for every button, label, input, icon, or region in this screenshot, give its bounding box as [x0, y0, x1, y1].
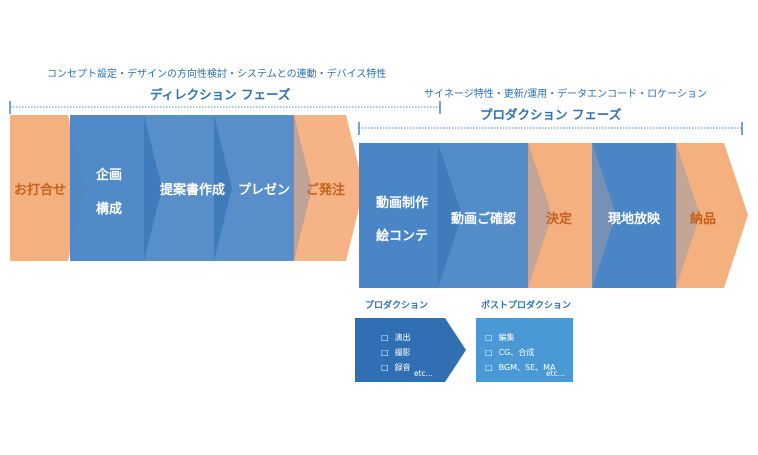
production-subtitle: プロダクション — [365, 301, 429, 311]
direction-note: コンセプト設定・デザインの方向性検討・システムとの連動・デバイス特性 — [47, 69, 387, 80]
overlap-shade-5 — [528, 143, 552, 288]
overlap-shade-7 — [676, 143, 700, 288]
step-presentation-label: プレゼン — [238, 183, 291, 198]
step-review-label: 動画ご確認 — [451, 212, 517, 227]
production-note: サイネージ特性・更新/運用・データエンコード・ロケーション — [424, 89, 707, 100]
overlap-shade-4 — [438, 143, 462, 288]
post-production-etc: etc... — [546, 369, 565, 378]
step-order-chevron — [294, 115, 364, 261]
step-proposal-chevron — [144, 115, 232, 261]
step-delivery-chevron — [676, 143, 748, 288]
overlap-shade-6 — [592, 143, 616, 288]
step-planning-chevron — [70, 115, 162, 261]
step-planning-label: 企画 — [96, 168, 123, 183]
production-phase-bracket — [358, 122, 743, 135]
overlap-shade-1 — [144, 115, 162, 261]
post-production-item: BGM、SE、MA — [485, 360, 556, 375]
overlap-shade-2 — [214, 115, 232, 261]
step-proposal-label: 提案書作成 — [160, 183, 226, 198]
step-storyboard-label: 絵コンテ — [376, 229, 429, 244]
direction-phase-title: ディレクション フェーズ — [150, 87, 291, 102]
production-phase-title: プロダクション フェーズ — [480, 107, 622, 122]
step-broadcast-label: 現地放映 — [608, 212, 661, 227]
post-production-item: CG、合成 — [485, 345, 556, 360]
step-meeting-label: お打合せ — [14, 183, 67, 198]
step-decision-label: 決定 — [546, 212, 573, 227]
step-meeting-chevron — [10, 115, 86, 261]
post-production-item: 編集 — [485, 330, 556, 345]
production-item: 録音 — [381, 360, 411, 375]
step-broadcast-chevron — [592, 143, 700, 288]
step-presentation-chevron — [214, 115, 312, 261]
step-delivery-label: 納品 — [690, 212, 717, 227]
step-review-chevron — [438, 143, 552, 288]
step-video-production-label: 動画制作 — [376, 196, 429, 211]
production-item: 撮影 — [381, 345, 411, 360]
production-etc: etc... — [414, 369, 433, 378]
step-structure-label: 構成 — [96, 202, 123, 217]
step-order-label: ご発注 — [306, 183, 346, 198]
post-production-subtitle: ポストプロダクション — [481, 301, 572, 311]
overlap-shade-3 — [294, 115, 312, 261]
production-item: 演出 — [381, 330, 411, 345]
post-production-item-list: 編集 CG、合成 BGM、SE、MA — [485, 330, 556, 375]
production-item-list: 演出 撮影 録音 — [381, 330, 411, 375]
direction-phase-bracket — [9, 101, 441, 114]
step-production-chevron — [359, 143, 462, 288]
